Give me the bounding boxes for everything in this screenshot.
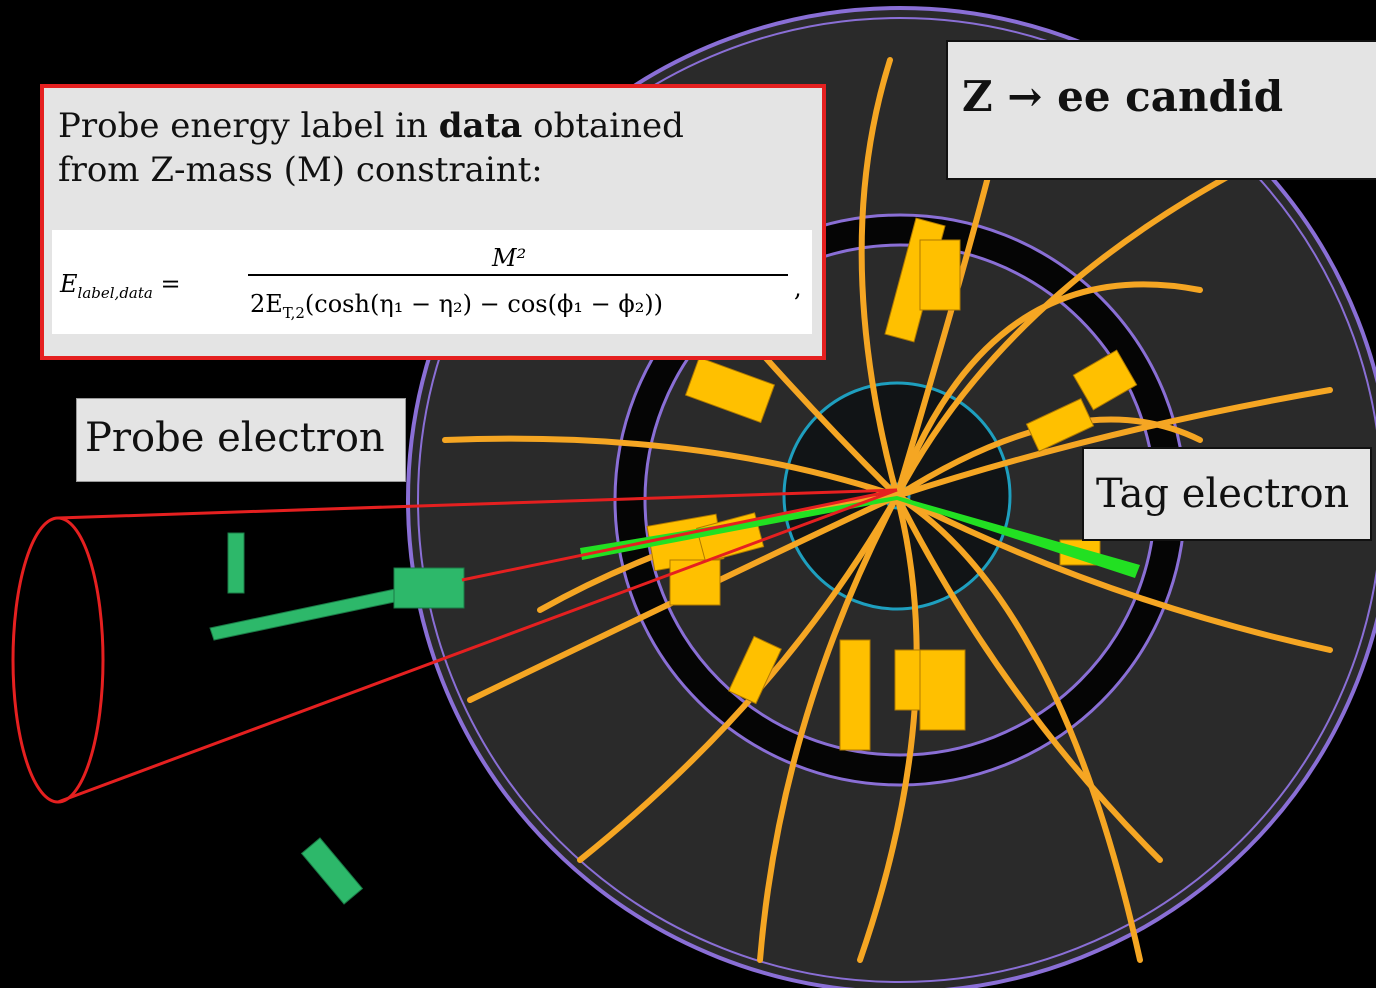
- info-line-2: from Z-mass (M) constraint:: [58, 150, 543, 190]
- info-line-1: Probe energy label in data obtained: [58, 106, 684, 146]
- probe-electron-shower: [209, 587, 405, 641]
- probe-cone: [11, 488, 898, 804]
- data-keyword: data: [438, 106, 523, 146]
- tag-electron-label: Tag electron: [1082, 447, 1372, 541]
- probe-energy-formula: Elabel,data = M² 2ET,2(cosh(η₁ − η₂) − c…: [52, 230, 812, 334]
- formula-denominator: 2ET,2(cosh(η₁ − η₂) − cos(ϕ₁ − ϕ₂)): [250, 290, 664, 322]
- muon-chamber-2: [300, 837, 364, 905]
- electron-tracks: [209, 496, 1140, 905]
- probe-energy-info-box: Probe energy label in data obtained from…: [40, 84, 826, 360]
- event-title: Z → ee candid: [946, 40, 1376, 180]
- formula-numerator: M²: [492, 244, 527, 272]
- probe-electron-label: Probe electron: [76, 398, 406, 482]
- energy-deposits: [646, 217, 1138, 751]
- detector-outer-ring-inner: [417, 17, 1376, 983]
- fraction-bar: [248, 274, 788, 276]
- muon-chamber-1: [227, 532, 245, 594]
